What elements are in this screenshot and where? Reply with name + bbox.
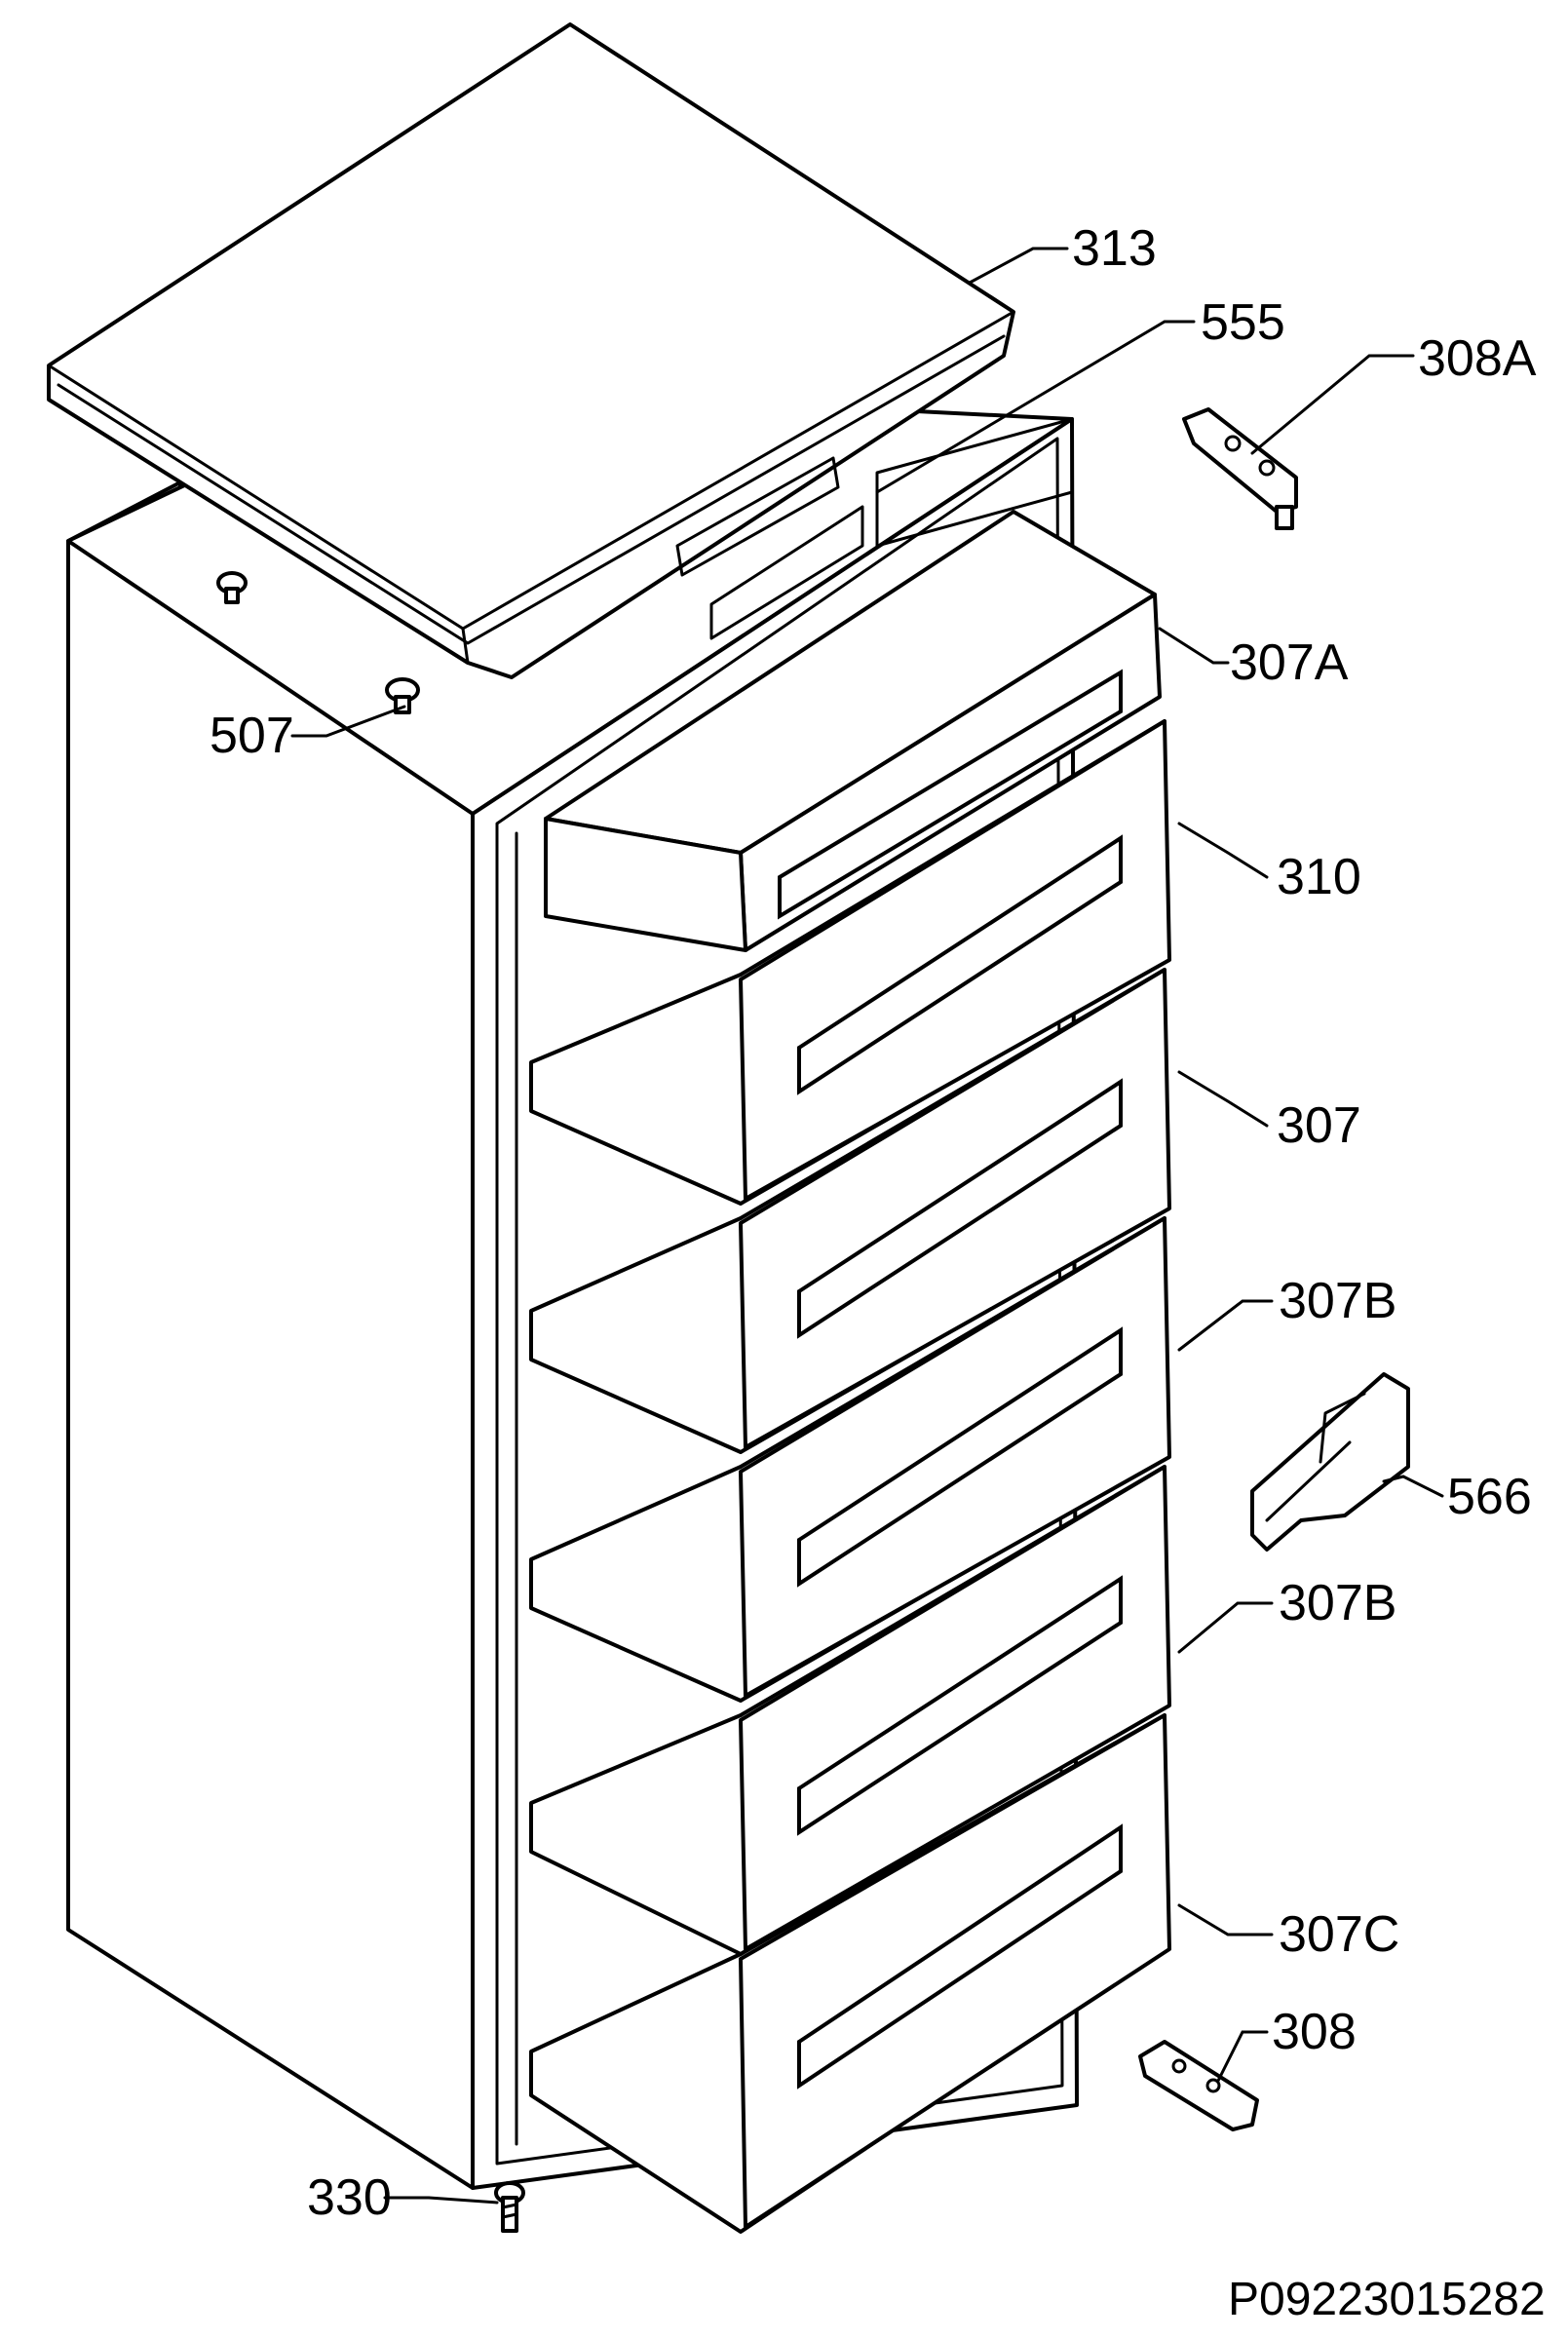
callout-310: 310 xyxy=(1277,849,1361,905)
hinge-308A xyxy=(1182,407,1298,530)
drawer-307 xyxy=(529,968,1171,1454)
drawer-310 xyxy=(529,719,1171,1206)
callout-566: 566 xyxy=(1447,1469,1532,1525)
clip-566 xyxy=(1250,1372,1410,1552)
screw-507-a xyxy=(216,571,248,604)
drawer-307B-upper xyxy=(529,1216,1171,1703)
callout-307: 307 xyxy=(1277,1097,1361,1154)
callout-313: 313 xyxy=(1072,220,1157,277)
callout-330: 330 xyxy=(307,2169,392,2226)
drawer-307B-lower xyxy=(529,1465,1171,1956)
leader-lines xyxy=(290,247,1444,2205)
callout-307B-upper: 307B xyxy=(1279,1273,1396,1329)
hinge-308 xyxy=(1138,2040,1259,2131)
callout-307A: 307A xyxy=(1230,634,1349,691)
diagram-code: P09223015282 xyxy=(1228,2274,1546,2325)
compartment-307A xyxy=(544,510,1162,952)
callout-307B-lower: 307B xyxy=(1279,1575,1396,1631)
callout-308A: 308A xyxy=(1418,330,1537,387)
screw-507-b xyxy=(385,677,420,714)
screw-330 xyxy=(494,2181,525,2233)
callout-555: 555 xyxy=(1201,294,1285,351)
drawer-307C xyxy=(529,1713,1171,2234)
callout-308: 308 xyxy=(1272,2004,1357,2060)
top-cover-313 xyxy=(47,22,1074,679)
callout-307C: 307C xyxy=(1279,1906,1399,1963)
callout-507: 507 xyxy=(210,708,294,764)
